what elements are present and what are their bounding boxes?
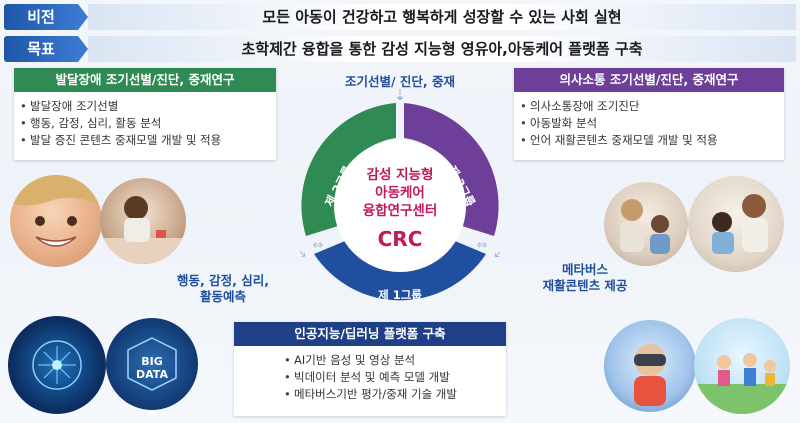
ai-platform-list: AI기반 음성 및 영상 분석 빅데이터 분석 및 예측 모델 개발 메타버스기…: [234, 352, 506, 403]
mother-child-icon: [620, 199, 670, 254]
goal-tag: 목표: [4, 36, 88, 62]
child-playing-icon: [100, 196, 186, 264]
communication-box-title: 의사소통 조기선별/진단, 중재연구: [514, 68, 784, 92]
vision-text: 모든 아동이 건강하고 행복하게 성장할 수 있는 사회 실현: [88, 4, 796, 30]
left-label-line1: 행동, 감정, 심리,: [177, 273, 269, 288]
group1-label: 제 1그룹: [378, 288, 422, 302]
goal-text: 초학제간 융합을 통한 감성 지능형 영유아,아동케어 플랫폼 구축: [88, 36, 796, 62]
list-item: 의사소통장애 조기진단: [520, 98, 784, 115]
center-line1: 감성 지능형: [367, 166, 434, 183]
right-label: 메타버스 재활콘텐츠 제공: [510, 262, 660, 294]
vision-tag: 비전: [4, 4, 88, 30]
right-label-line1: 메타버스: [561, 262, 608, 277]
list-item: 빅데이터 분석 및 예측 모델 개발: [284, 369, 506, 386]
metaverse-avatars: [694, 318, 790, 414]
right-label-line2: 재활콘텐츠 제공: [542, 278, 628, 293]
center-line3: 융합연구센터: [363, 202, 438, 219]
vr-child-icon: [634, 344, 666, 406]
ai-brain-network: [8, 316, 106, 414]
swap-arrow-icon: ⇔: [477, 238, 488, 253]
developmental-list: 발달장애 조기선별 행동, 감정, 심리, 활동 분석 발달 증진 콘텐츠 중재…: [14, 98, 276, 149]
center-ring: ⇣ ⤡ ⤢ ⇔ ⇔ 감성 지능형 아동케어 융합연구센터 CRC 제 2그룹 제…: [300, 88, 500, 302]
list-item: 행동, 감정, 심리, 활동 분석: [20, 115, 276, 132]
child-smiling-face: [10, 175, 102, 267]
communication-box: 의사소통 조기선별/진단, 중재연구 의사소통장애 조기진단 아동발화 분석 언…: [514, 68, 784, 160]
list-item: AI기반 음성 및 영상 분석: [284, 352, 506, 369]
big-data-text-2: DATA: [136, 368, 168, 381]
teacher-child-icon: [712, 194, 768, 254]
swap-arrow-icon: ⇔: [313, 238, 324, 253]
mother-and-child: [604, 182, 688, 266]
vr-child: [604, 320, 696, 412]
arrow-diagonal-icon: ⤡: [300, 244, 306, 260]
vision-bar: 비전 모든 아동이 건강하고 행복하게 성장할 수 있는 사회 실현: [4, 4, 796, 30]
big-data-text-1: BIG: [141, 355, 163, 368]
developmental-box: 발달장애 조기선별/진단, 중재연구 발달장애 조기선별 행동, 감정, 심리,…: [14, 68, 276, 160]
list-item: 발달장애 조기선별: [20, 98, 276, 115]
ring-segment-green: [301, 103, 396, 236]
list-item: 언어 재활콘텐츠 중재모델 개발 및 적용: [520, 132, 784, 149]
child-playing: [100, 178, 186, 264]
list-item: 발달 증진 콘텐츠 중재모델 개발 및 적용: [20, 132, 276, 149]
communication-list: 의사소통장애 조기진단 아동발화 분석 언어 재활콘텐츠 중재모델 개발 및 적…: [514, 98, 784, 149]
list-item: 아동발화 분석: [520, 115, 784, 132]
left-label-line2: 활동예측: [199, 289, 246, 304]
top-label: 조기선별/ 진단, 중재: [344, 74, 456, 89]
arrow-diagonal-icon: ⤢: [494, 244, 500, 260]
developmental-box-title: 발달장애 조기선별/진단, 중재연구: [14, 68, 276, 92]
ai-platform-box: 인공지능/딥러닝 플랫폼 구축 AI기반 음성 및 영상 분석 빅데이터 분석 …: [234, 322, 506, 416]
goal-bar: 목표 초학제간 융합을 통한 감성 지능형 영유아,아동케어 플랫폼 구축: [4, 36, 796, 62]
center-circle: [334, 140, 466, 272]
arrow-down-icon: ⇣: [394, 88, 406, 104]
left-label: 행동, 감정, 심리, 활동예측: [148, 273, 298, 305]
brain-network-icon: [32, 340, 82, 390]
center-line2: 아동케어: [375, 184, 425, 201]
ring-segment-purple: [404, 103, 499, 236]
big-data-cube: BIG DATA: [106, 318, 198, 410]
child-face-icon: [10, 175, 102, 247]
big-data-icon: BIG DATA: [127, 337, 177, 391]
crc-logo: CRC: [378, 227, 423, 251]
teacher-and-child: [688, 176, 784, 272]
list-item: 메타버스기반 평가/중재 기술 개발: [284, 386, 506, 403]
metaverse-avatars-icon: [694, 353, 790, 414]
ai-platform-box-title: 인공지능/딥러닝 플랫폼 구축: [234, 322, 506, 346]
